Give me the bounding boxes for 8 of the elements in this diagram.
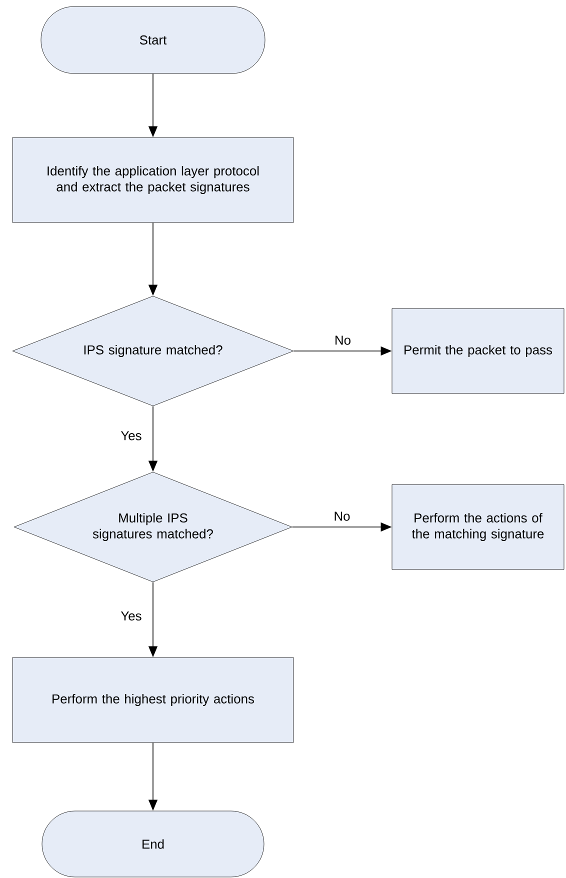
edge-label: Yes: [120, 430, 143, 442]
process-box: Identify the application layer protocol and extract the packet signatures: [12, 137, 294, 223]
process-box: Perform the highest priority actions: [12, 657, 294, 743]
edge-label: No: [333, 334, 352, 346]
process-box: Permit the packet to pass: [392, 308, 564, 394]
edge-label: Yes: [120, 610, 143, 622]
edge-label: No: [332, 510, 352, 522]
process-box: Perform the actions of the matching signature: [392, 484, 564, 570]
